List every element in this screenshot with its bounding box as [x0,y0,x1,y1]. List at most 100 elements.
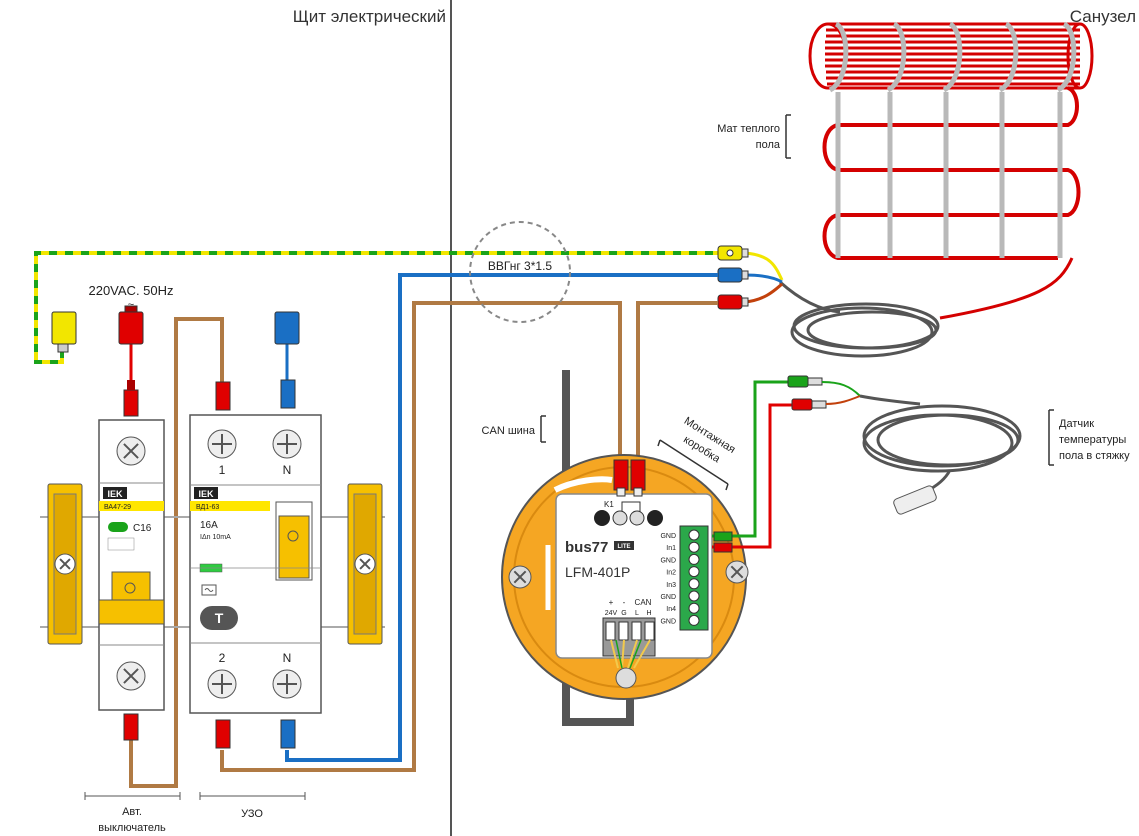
input-terminal-screw [688,602,700,614]
relay-plug-1 [613,459,629,491]
mat-lead-red [939,257,1074,320]
input-terminal-label: GND [660,557,676,564]
rcd-label-n-top: N [283,463,292,477]
input-terminal-screw [688,529,700,541]
sensor-plug-red [791,398,813,411]
sensor-plug-green [787,375,809,388]
rcd-caption: УЗО [241,808,263,820]
input-terminal-screw [688,578,700,590]
mat-lead-coil [778,280,940,358]
input-terminal-screw [688,553,700,565]
mat-connector-yellow [717,245,749,261]
mat-heating-cable [822,86,1081,260]
din-end-stop-left [47,483,83,645]
breaker-brand-logo [103,487,127,499]
breaker-caption-line1: Авт. [122,806,142,818]
ferrule-rcd-out-2 [215,719,231,749]
relay-terminal-2 [629,510,645,526]
cable-label: ВВГнг 3*1.5 [488,259,553,273]
can-label: CAN [635,598,652,607]
breaker-caption-line2: выключатель [98,822,166,834]
module-brand-badge: LITE [618,544,631,550]
heating-mat [808,21,1094,320]
sensor-label-line2: температуры [1059,434,1126,446]
supply-label: 220VAC. 50Hz [88,283,173,298]
sensor-label-line1: Датчик [1059,418,1094,430]
relay-plug-2 [630,459,646,491]
mat-label-line2: пола [756,139,781,151]
rcd-label-1: 1 [219,463,226,477]
ferrule-rcd-out-n [280,719,296,749]
rcd-current: 16А [200,520,218,531]
input-terminal-label: GND [660,533,676,540]
lfm-module: K1 bus77 LITE LFM-401P GNDIn1GNDIn2In3GN… [555,493,713,669]
svg-text:IEK: IEK [107,489,123,499]
input-terminal-label: In1 [666,545,676,552]
breaker-indicator [108,522,128,532]
rcd-device: 1 N IEK ВД1-63 16А IΔn 10mA T 2 N [189,414,322,714]
power-24v-label: 24V [605,610,618,617]
phase-wire-rcd-out [220,301,622,772]
can-bus-label: CAN шина [482,425,536,437]
module-brand: bus77 [565,539,608,556]
module-model: LFM-401P [565,564,630,580]
input-terminal-label: GND [660,618,676,625]
rcd-terminal-n-top [272,429,302,459]
rcd-test-button[interactable] [200,606,238,630]
svg-text:T: T [215,610,224,626]
can-l-label: L [635,610,639,617]
supply-plug-neutral [274,311,300,345]
mat-mesh [835,92,1063,258]
rcd-terminal-n-bottom [272,669,302,699]
supply-plug-pe [51,311,77,353]
mat-label-line1: Мат теплого [717,123,780,135]
breaker-model: ВА47-29 [104,504,131,511]
power-minus-label: - [623,598,626,607]
neutral-wire-to-mat [285,273,718,762]
ferrule-breaker-out [123,713,139,741]
din-end-stop-right [347,483,383,645]
input-terminal-label: GND [660,594,676,601]
input-terminal-screw [688,541,700,553]
box-screw-right [725,560,749,584]
power-g-label: G [621,610,626,617]
phase-wire-relay-to-mat [636,301,718,462]
input-terminal-screw [688,566,700,578]
mat-roll-mesh [828,21,1077,93]
input-terminal-label: In2 [666,570,676,577]
sensor-wire-red [712,403,794,549]
input-terminal-screw [688,590,700,602]
rcd-model: ВД1-63 [196,504,219,511]
ferrule-rcd-in-1 [215,381,231,411]
sensor-cable-coil [859,394,1022,494]
pe-wire-green-stripes [34,251,725,364]
rcd-label-2: 2 [219,651,226,665]
input-terminal-block [679,525,709,631]
input-terminal-screw [688,614,700,626]
breaker-terminal-top [116,436,146,466]
room-title: Санузел [1070,7,1136,26]
input-terminal-screws [688,529,700,626]
sensor-wire-green [712,380,792,538]
rcd-label-n-bottom: N [283,651,292,665]
ferrule-rcd-in-n [280,379,296,409]
input-terminal-label: In3 [666,582,676,589]
relay-terminal-1 [612,510,628,526]
breaker-terminal-bottom [116,661,146,691]
module-led-1 [594,510,610,526]
ferrule-breaker-in [123,389,139,417]
input-terminal-label: In4 [666,606,676,613]
mat-connector-red [717,294,749,310]
box-screw-bottom [615,667,637,689]
temperature-probe [893,485,937,515]
can-h-label: H [646,610,651,617]
panel-title: Щит электрический [293,7,446,26]
power-plus-label: + [609,598,614,607]
circuit-breaker: IEK ВА47-29 C16 [98,419,165,711]
box-screw-left [508,565,532,589]
sensor-label-line3: пола в стяжку [1059,450,1130,462]
rcd-brand-logo [194,487,218,499]
module-led-2 [647,510,663,526]
rcd-terminal-1 [207,429,237,459]
